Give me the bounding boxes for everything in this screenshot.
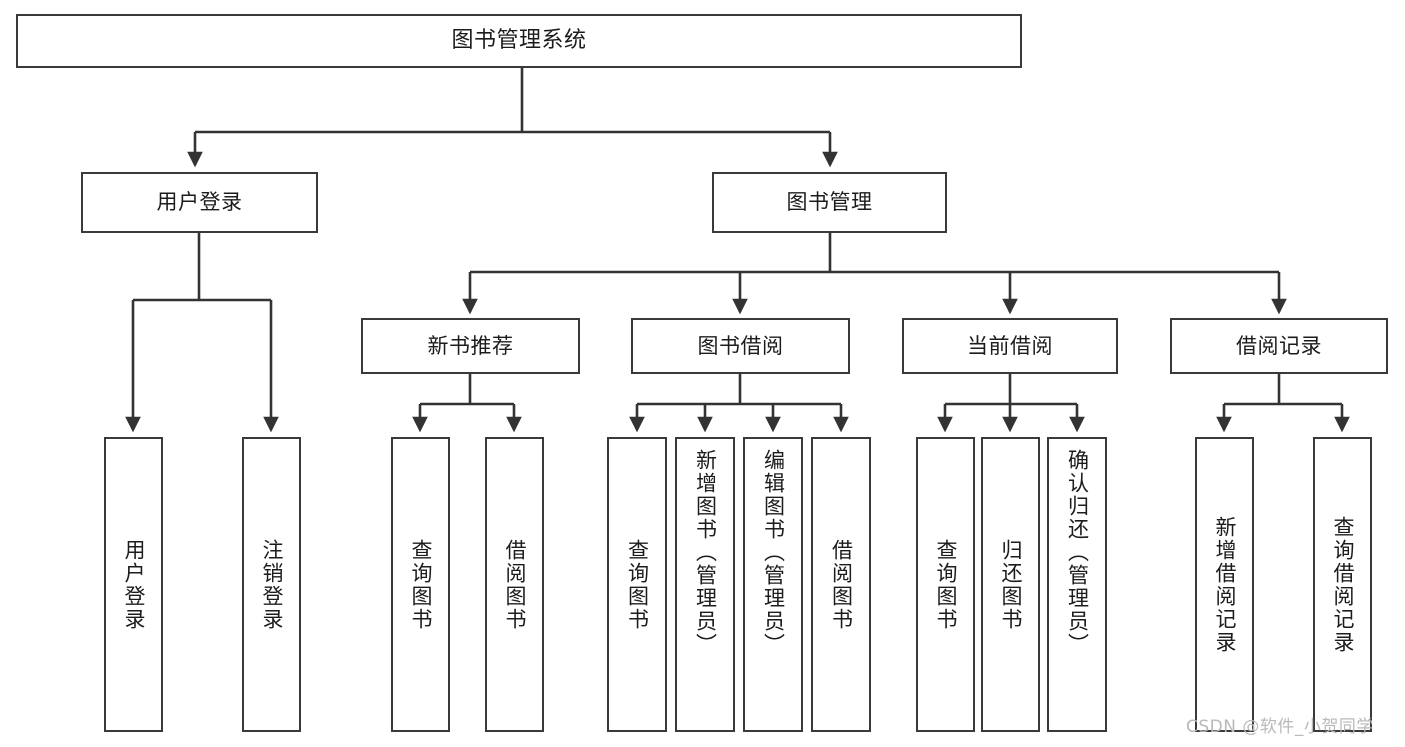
node-label: 新增借阅记录: [1212, 515, 1237, 654]
node-label: 借阅图书: [502, 538, 527, 631]
csdn-watermark: CSDN @软件_小贺同学: [1186, 717, 1374, 737]
node-leaf-add-book[interactable]: 新增图书（管理员）: [675, 437, 735, 732]
node-label: 用户登录: [121, 538, 146, 631]
node-leaf-return-book[interactable]: 归还图书: [981, 437, 1040, 732]
node-label: 图书管理系统: [451, 28, 587, 54]
node-label: 图书管理: [786, 190, 873, 215]
node-book-manage[interactable]: 图书管理: [712, 172, 947, 233]
node-label: 借阅记录: [1236, 333, 1322, 358]
node-label: 归还图书: [998, 538, 1023, 631]
node-book-borrow[interactable]: 图书借阅: [631, 318, 850, 374]
node-leaf-confirm-return[interactable]: 确认归还（管理员）: [1047, 437, 1107, 732]
node-label: 编辑图书（管理员）: [761, 449, 786, 656]
node-label: 借阅图书: [829, 538, 854, 631]
node-leaf-query-record[interactable]: 查询借阅记录: [1313, 437, 1372, 732]
node-label: 当前借阅: [967, 333, 1053, 358]
node-leaf-borrow-book-2[interactable]: 借阅图书: [811, 437, 871, 732]
node-label: 确认归还（管理员）: [1065, 449, 1090, 656]
node-label: 查询图书: [408, 538, 433, 631]
node-leaf-query-book-2[interactable]: 查询图书: [607, 437, 667, 732]
node-leaf-user-login[interactable]: 用户登录: [104, 437, 163, 732]
node-label: 新书推荐: [427, 333, 514, 358]
node-leaf-borrow-book-1[interactable]: 借阅图书: [485, 437, 544, 732]
node-label: 注销登录: [259, 538, 284, 631]
node-leaf-logout-login[interactable]: 注销登录: [242, 437, 301, 732]
node-current-borrow[interactable]: 当前借阅: [902, 318, 1118, 374]
node-label: 查询图书: [933, 538, 958, 631]
node-leaf-query-book-1[interactable]: 查询图书: [391, 437, 450, 732]
node-label: 新增图书（管理员）: [693, 449, 718, 656]
node-label: 查询借阅记录: [1330, 515, 1355, 654]
node-label: 图书借阅: [697, 333, 784, 358]
node-leaf-edit-book[interactable]: 编辑图书（管理员）: [743, 437, 803, 732]
node-new-book-recommend[interactable]: 新书推荐: [361, 318, 580, 374]
node-label: 查询图书: [625, 538, 650, 631]
node-label: 用户登录: [156, 190, 243, 215]
node-borrow-record[interactable]: 借阅记录: [1170, 318, 1388, 374]
node-user-login[interactable]: 用户登录: [81, 172, 318, 233]
node-root-system[interactable]: 图书管理系统: [16, 14, 1022, 68]
node-leaf-query-book-3[interactable]: 查询图书: [916, 437, 975, 732]
node-leaf-add-record[interactable]: 新增借阅记录: [1195, 437, 1254, 732]
